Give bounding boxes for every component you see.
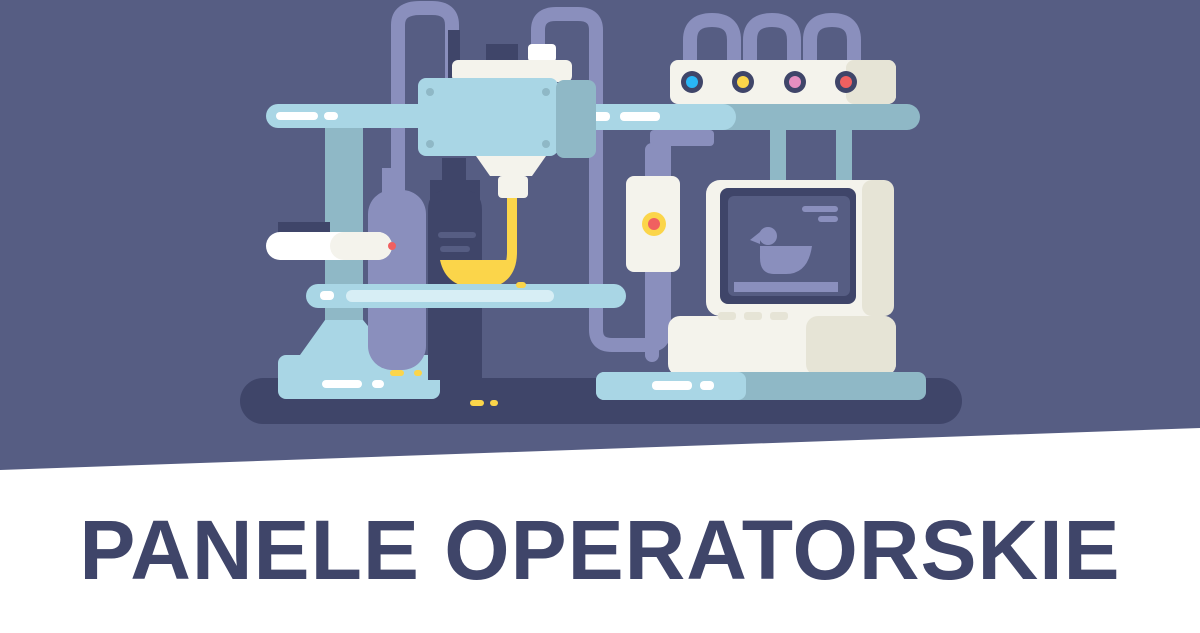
page-title: PANELE OPERATORSKIE xyxy=(79,503,1121,597)
indicator-lights xyxy=(681,71,857,93)
duck-icon xyxy=(750,227,812,274)
